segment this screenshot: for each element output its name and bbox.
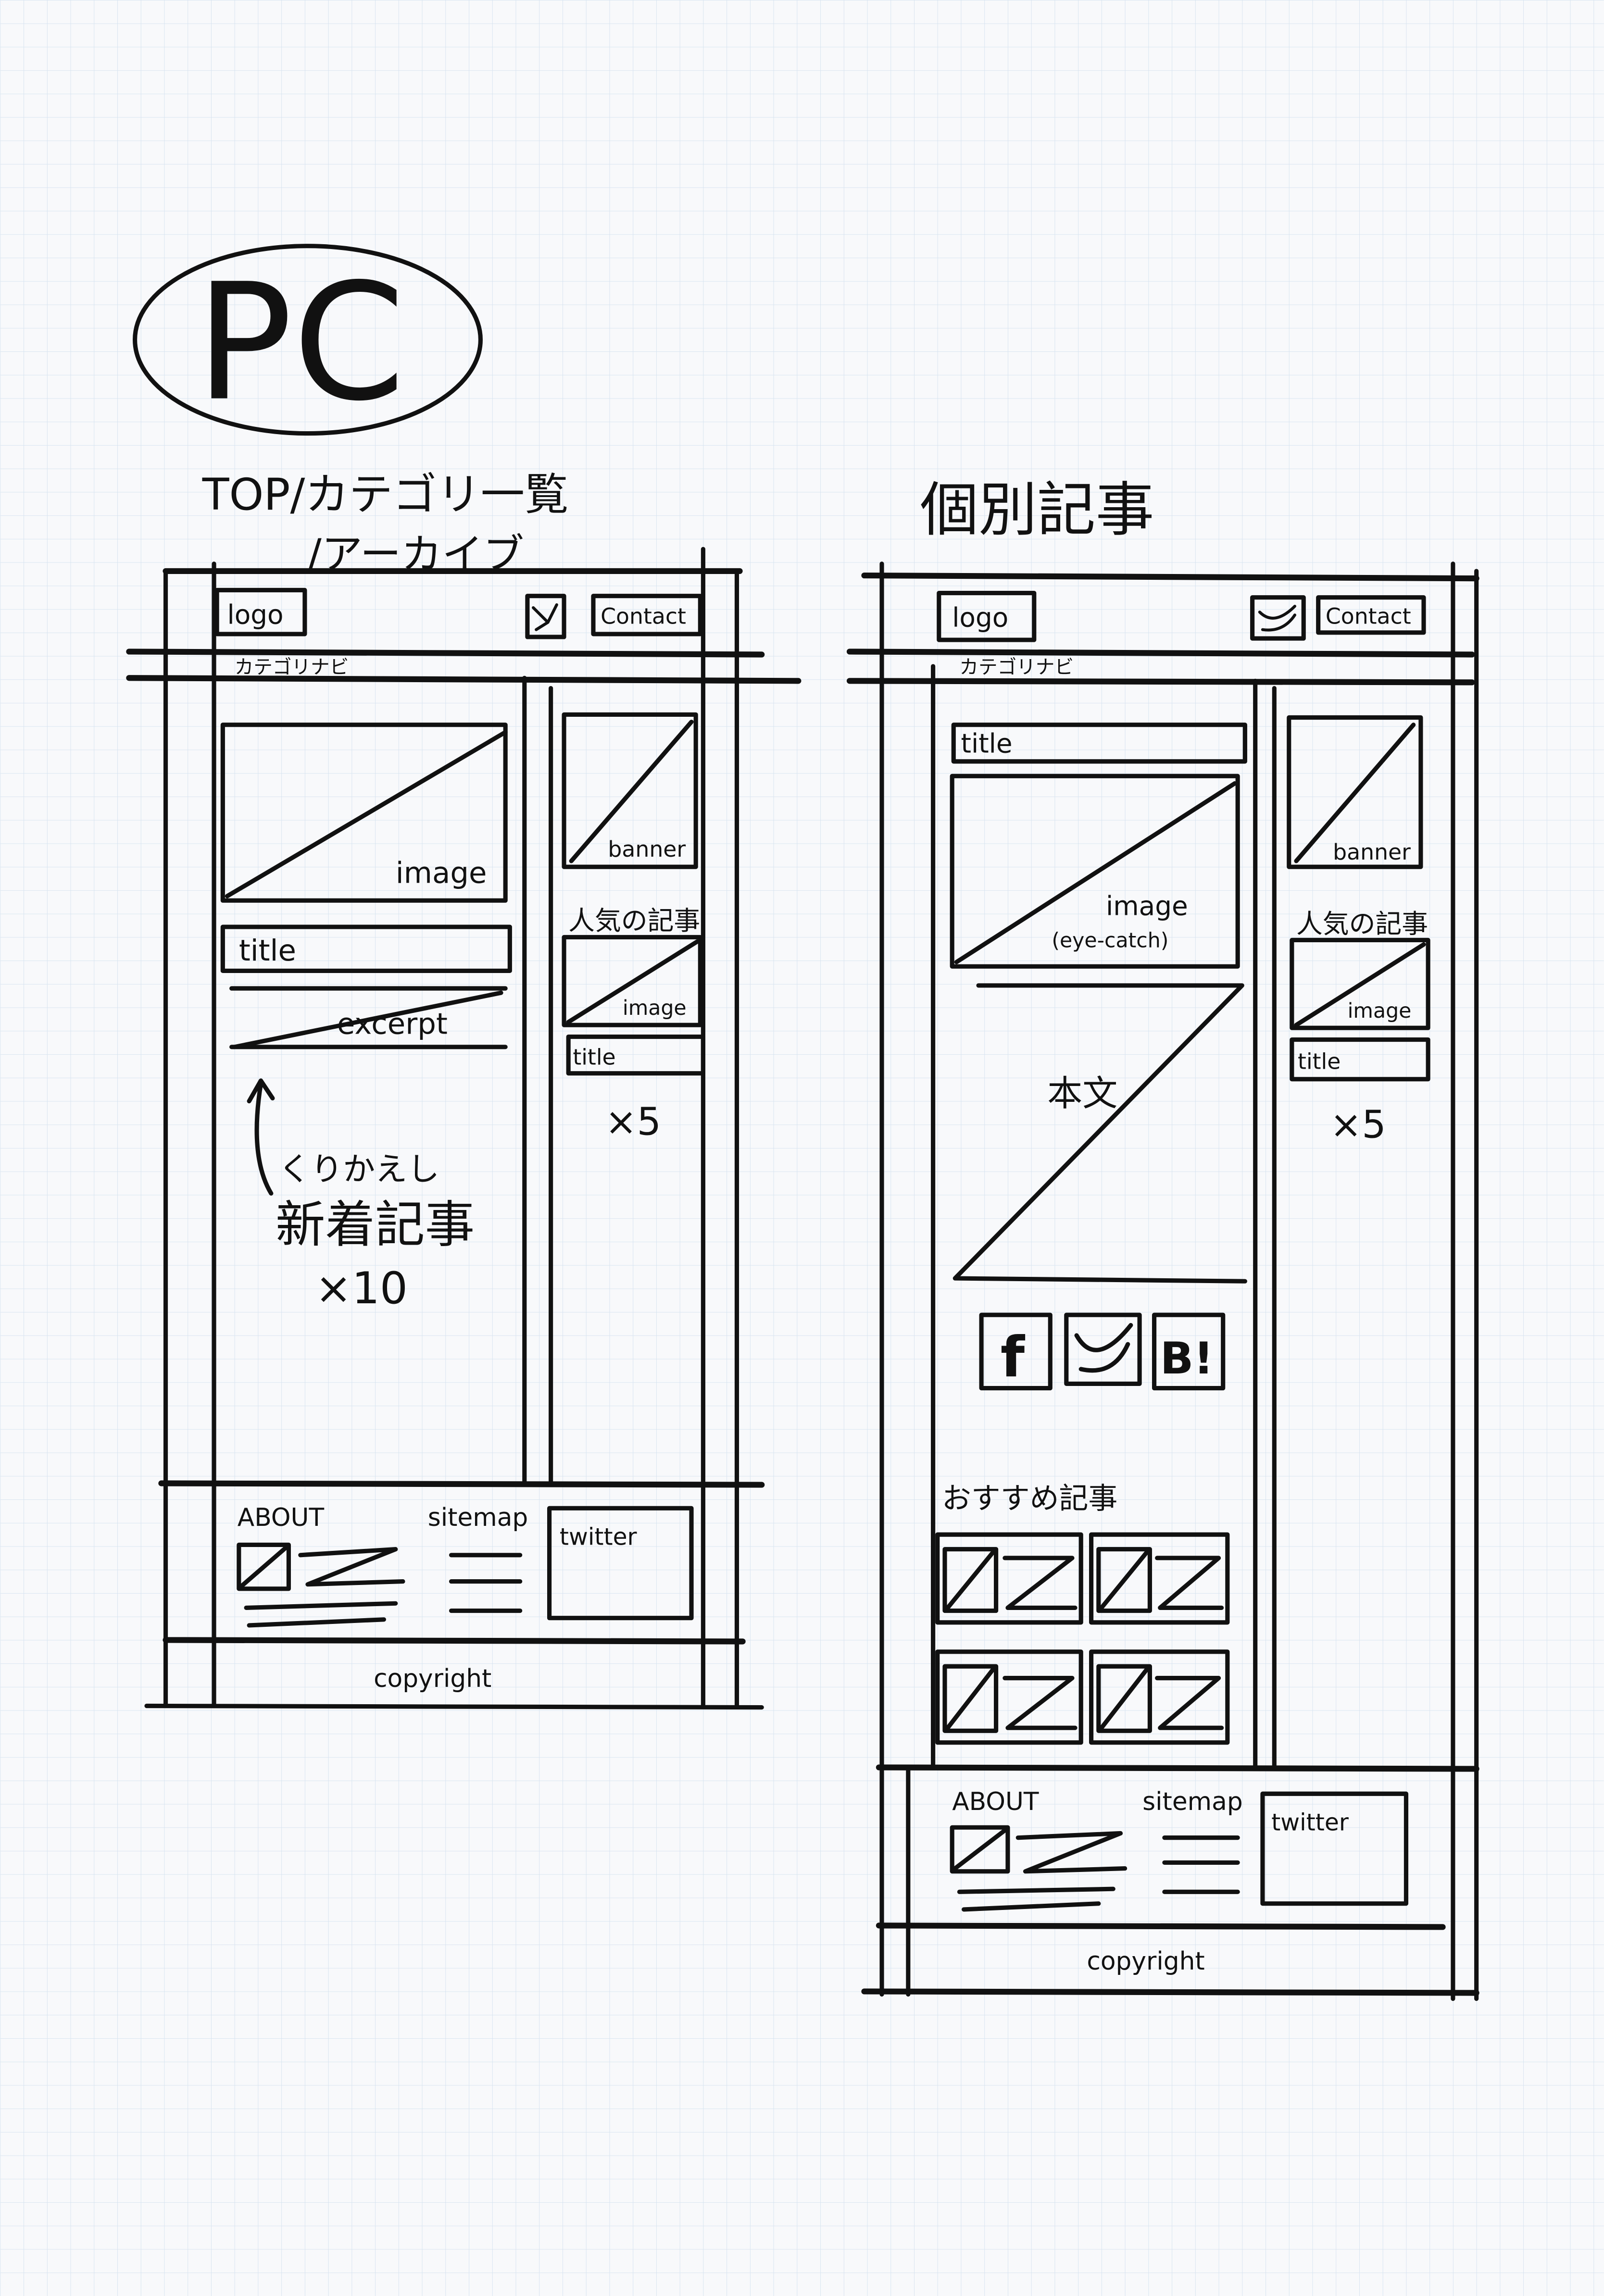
title-label: title — [239, 934, 296, 968]
right-footer: ABOUT sitemap twitter copyright — [950, 1787, 1409, 1976]
right-contact-button: Contact — [1316, 595, 1426, 635]
pc-label: PC — [196, 249, 405, 437]
post-image-placeholder: image — [220, 723, 508, 903]
left-wireframe-top-archive: TOP/カテゴリ一覧 /アーカイブ logo Contact — [126, 469, 802, 1710]
about-label: ABOUT — [238, 1503, 325, 1532]
repeat-note: くりかえし 新着記事 ×10 — [247, 1078, 475, 1314]
recommended-card — [935, 1532, 1083, 1625]
banner-label: banner — [1333, 839, 1411, 865]
popular-heading: 人気の記事 — [1296, 908, 1428, 939]
popular-image-label: image — [623, 996, 687, 1020]
popular-heading: 人気の記事 — [568, 905, 700, 936]
popular-image: image — [562, 935, 702, 1027]
category-nav-label: カテゴリナビ — [235, 656, 349, 678]
contact-label: Contact — [1326, 604, 1411, 629]
logo-label: logo — [952, 602, 1008, 633]
about-image — [237, 1542, 291, 1591]
logo-label: logo — [227, 599, 283, 630]
article-title-label: title — [961, 728, 1012, 759]
post-excerpt: excerpt — [229, 986, 508, 1049]
banner-label: banner — [608, 836, 686, 862]
sitemap-label: sitemap — [1142, 1787, 1243, 1816]
left-footer: ABOUT sitemap twitter copyright — [237, 1503, 694, 1693]
recommended-card — [935, 1649, 1083, 1745]
recommended-cards — [935, 1532, 1230, 1745]
arrow-up-icon — [247, 1078, 275, 1196]
article-title-box: title — [951, 723, 1247, 764]
left-title-line1: TOP/カテゴリ一覧 — [202, 469, 569, 520]
popular-title: title — [566, 1034, 705, 1076]
popular-title-label: title — [573, 1044, 615, 1070]
category-nav-label: カテゴリナビ — [959, 656, 1073, 678]
popular-image: image — [1290, 937, 1430, 1030]
hatena-bookmark-icon: B! — [1152, 1312, 1226, 1391]
left-layout-lines — [126, 547, 802, 1710]
eye-catch-label: image — [1106, 891, 1188, 922]
about-image — [950, 1825, 1010, 1874]
eye-catch-image: image (eye-catch) — [950, 774, 1240, 969]
twitter-widget — [547, 1506, 694, 1621]
right-title: 個別記事 — [920, 476, 1154, 544]
copyright-label: copyright — [1087, 1947, 1204, 1976]
sitemap-label: sitemap — [428, 1503, 528, 1532]
body-label: 本文 — [1047, 1073, 1117, 1114]
twitter-label: twitter — [1271, 1809, 1349, 1836]
right-wireframe-single-post: 個別記事 logo Contact カテゴリナ — [846, 476, 1479, 2001]
repeat-label: くりかえし — [278, 1150, 439, 1188]
popular-count: ×5 — [605, 1099, 661, 1144]
twitter-icon — [1064, 1312, 1142, 1386]
recommended-card — [1089, 1532, 1230, 1625]
contact-label: Contact — [601, 604, 686, 629]
pc-badge: PC — [133, 244, 483, 437]
left-logo-box: logo — [214, 587, 307, 636]
post-title-box: title — [220, 924, 512, 973]
twitter-widget — [1260, 1791, 1409, 1906]
excerpt-label: excerpt — [337, 1007, 448, 1041]
hatena-glyph: B! — [1160, 1333, 1214, 1384]
popular-title-label: title — [1298, 1049, 1341, 1074]
right-layout-lines — [846, 562, 1479, 2001]
repeat-count: ×10 — [315, 1262, 408, 1314]
popular-count: ×5 — [1330, 1102, 1386, 1147]
sidebar-banner: banner — [562, 712, 698, 869]
popular-image-label: image — [1348, 999, 1412, 1023]
facebook-glyph: f — [1001, 1325, 1026, 1390]
recommended-heading: おすすめ記事 — [942, 1481, 1117, 1515]
twitter-icon — [1250, 595, 1306, 641]
recommended-card — [1089, 1649, 1230, 1745]
eye-catch-note: (eye-catch) — [1052, 929, 1168, 953]
right-logo-box: logo — [937, 591, 1037, 642]
image-label: image — [396, 856, 487, 890]
twitter-icon — [525, 594, 566, 639]
left-contact-button: Contact — [591, 594, 702, 636]
article-body: 本文 — [952, 983, 1247, 1284]
about-label: ABOUT — [952, 1787, 1039, 1816]
share-buttons: f B! — [979, 1312, 1226, 1391]
sidebar-banner: banner — [1287, 715, 1423, 869]
new-posts-label: 新着記事 — [276, 1196, 475, 1254]
copyright-label: copyright — [374, 1664, 491, 1693]
twitter-label: twitter — [560, 1523, 638, 1550]
facebook-icon: f — [979, 1312, 1053, 1391]
popular-title: title — [1290, 1037, 1430, 1082]
